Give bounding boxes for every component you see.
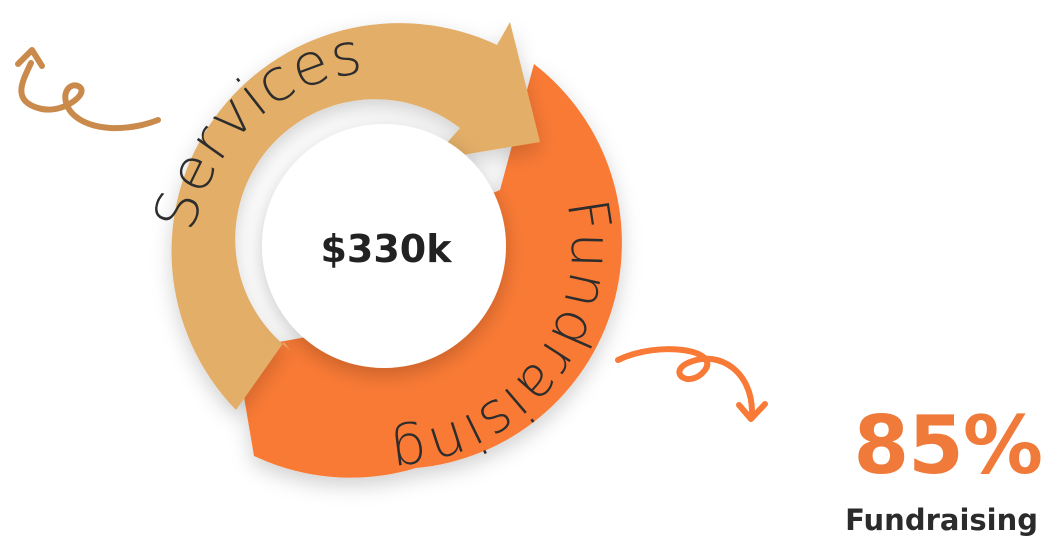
left-squiggle-arrowhead (15, 47, 45, 69)
stat-label: Fundraising (845, 503, 1038, 537)
center-disk (262, 124, 506, 368)
right-squiggle-decoration (615, 346, 755, 415)
fundraising-arrow-segment (236, 64, 622, 478)
left-squiggle-decoration (18, 60, 161, 132)
stat-value: 85% (853, 399, 1043, 492)
services-arrow-segment (171, 22, 540, 410)
right-squiggle-arrowhead (736, 401, 768, 422)
center-value: $330k (320, 227, 452, 271)
